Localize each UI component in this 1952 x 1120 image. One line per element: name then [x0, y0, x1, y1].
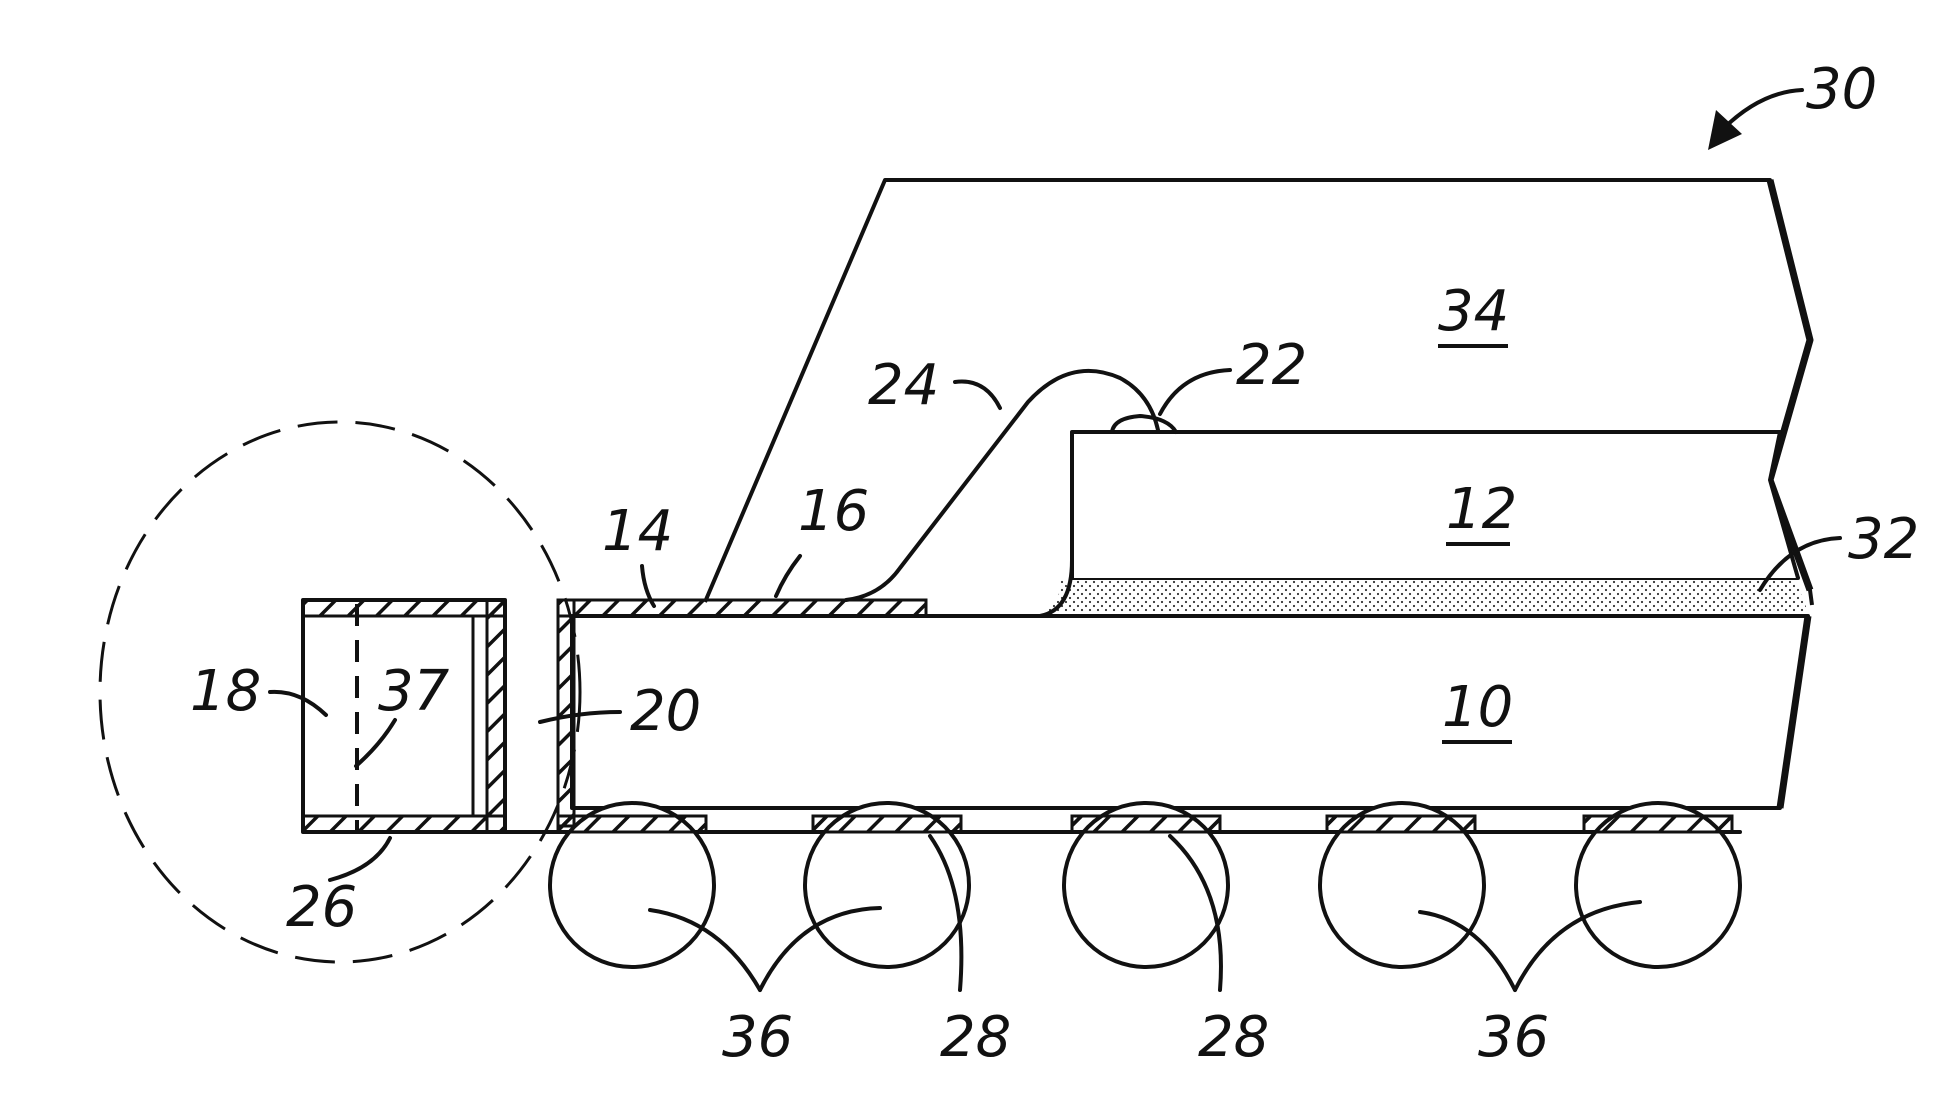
label-36-left: 36	[722, 1005, 793, 1070]
leader-30-arrow	[1722, 90, 1802, 130]
substrate-10	[572, 616, 1808, 808]
label-10: 10	[1442, 675, 1513, 740]
bottom-pad-3-top	[1072, 816, 1220, 832]
label-30: 30	[1806, 57, 1877, 122]
label-37: 37	[378, 659, 450, 724]
label-16: 16	[798, 479, 869, 544]
label-28-right: 28	[1198, 1005, 1269, 1070]
label-34: 34	[1438, 279, 1509, 344]
die-attach-32	[1045, 578, 1808, 612]
bottom-pad-4-top	[1327, 816, 1475, 832]
label-32: 32	[1848, 507, 1919, 572]
label-12: 12	[1446, 477, 1517, 542]
test-pad-top-plating	[303, 600, 505, 616]
label-22: 22	[1236, 333, 1307, 398]
test-pad-side-plating	[487, 600, 505, 832]
bottom-pad-2-top	[813, 816, 961, 832]
label-28-left: 28	[940, 1005, 1011, 1070]
label-26: 26	[286, 875, 357, 940]
label-36-right: 36	[1478, 1005, 1549, 1070]
test-pad-bottom-plating-26	[303, 816, 505, 832]
label-14: 14	[602, 499, 673, 564]
semiconductor-die-12	[1072, 432, 1798, 578]
bottom-pad-1-top	[558, 816, 706, 832]
bottom-pad-5-top	[1584, 816, 1732, 832]
label-24: 24	[868, 353, 939, 418]
leader-26	[330, 838, 390, 880]
label-20: 20	[630, 679, 701, 744]
top-trace-14	[558, 600, 926, 616]
label-18: 18	[190, 659, 261, 724]
plated-via-wall-20	[558, 600, 574, 826]
